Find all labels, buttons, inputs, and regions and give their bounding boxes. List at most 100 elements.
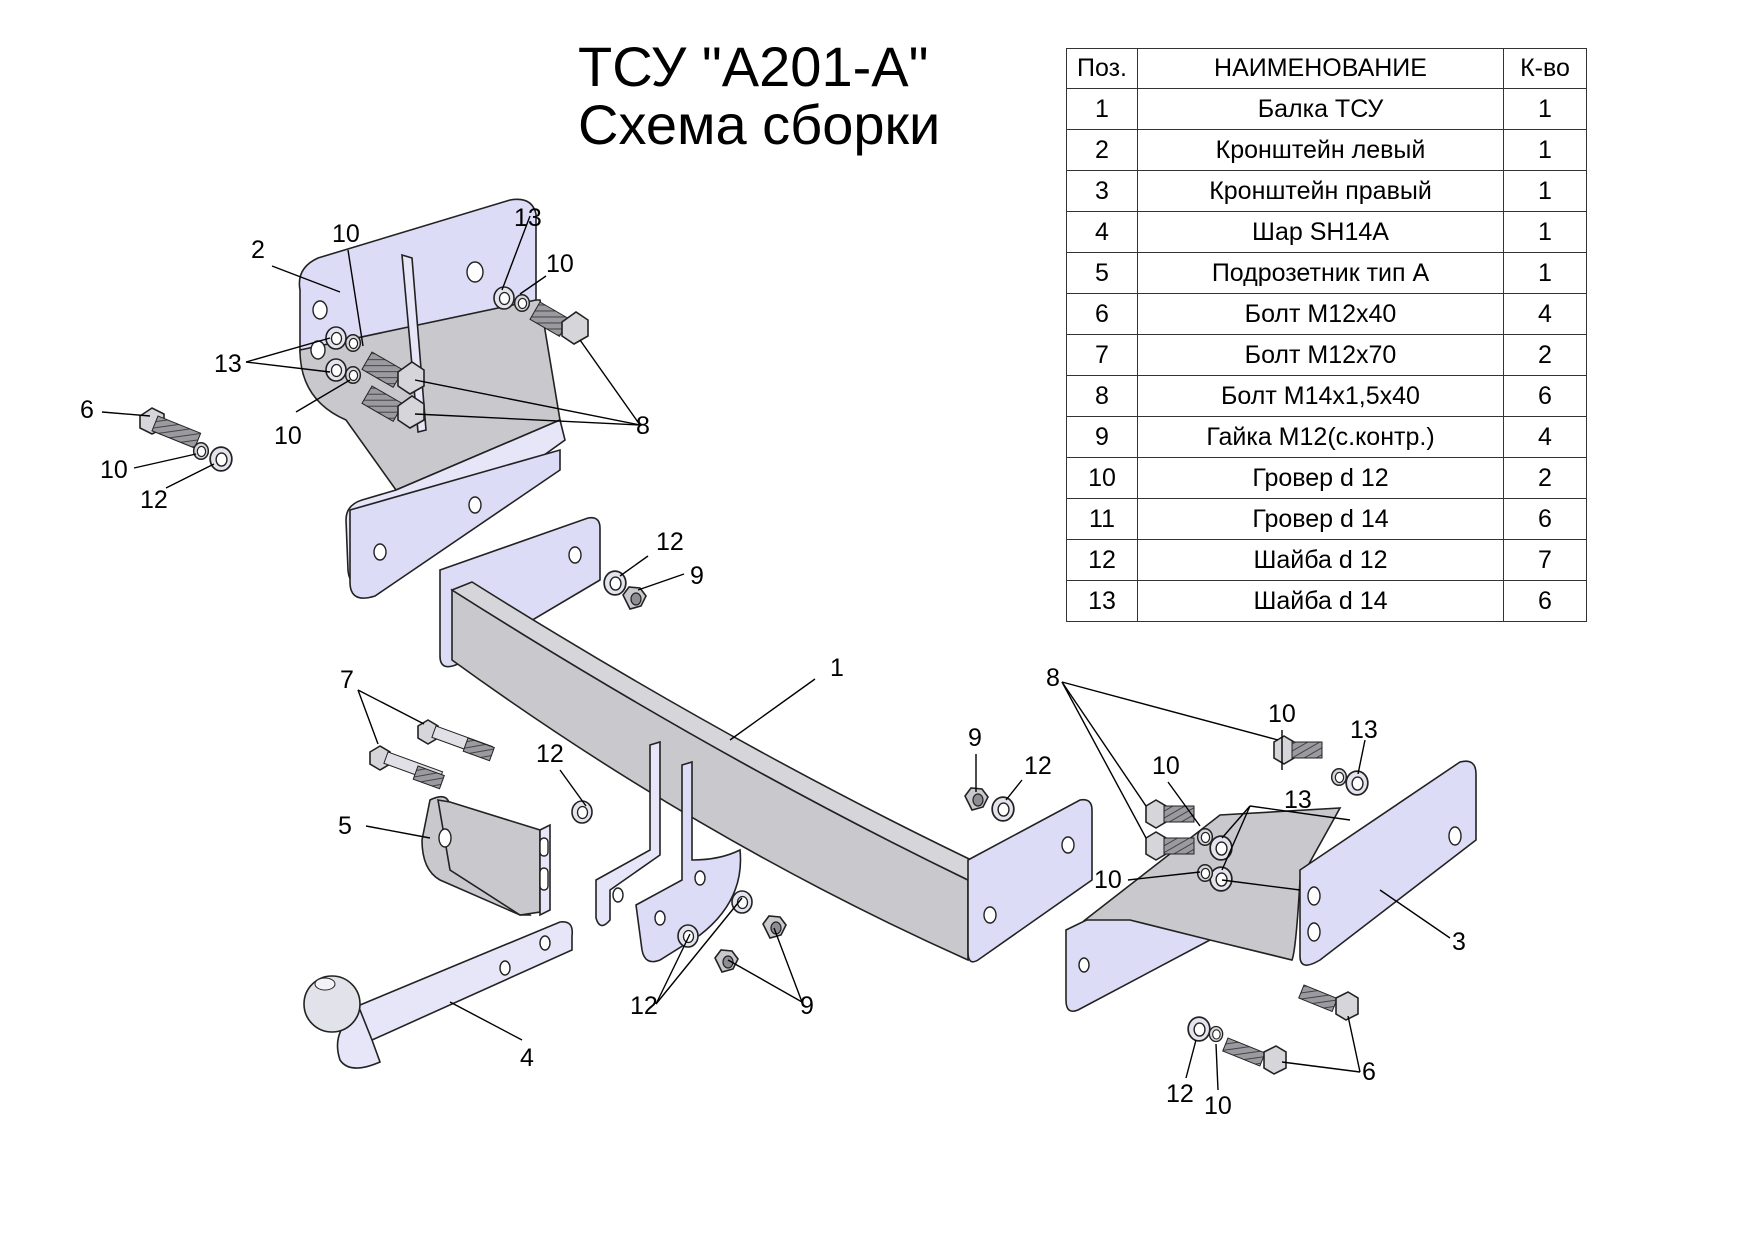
nut-9 <box>762 915 787 939</box>
cell-qty: 1 <box>1503 211 1587 253</box>
cell-pos: 9 <box>1066 416 1138 458</box>
cell-qty: 4 <box>1503 293 1587 335</box>
cell-pos: 2 <box>1066 129 1138 171</box>
cell-pos: 5 <box>1066 252 1138 294</box>
callout-13: 13 <box>1284 786 1312 814</box>
callout-3: 3 <box>1452 928 1466 956</box>
cell-pos: 3 <box>1066 170 1138 212</box>
title-line-2: Схема сборки <box>578 93 941 156</box>
callout-12: 12 <box>1024 752 1052 780</box>
left-bracket-part-2 <box>139 198 589 599</box>
cell-name: Гайка М12(с.контр.) <box>1137 416 1504 458</box>
cell-qty: 7 <box>1503 539 1587 581</box>
callout-10: 10 <box>1094 866 1122 894</box>
bolt-8 <box>1145 799 1195 829</box>
callout-10: 10 <box>100 456 128 484</box>
right-bracket-part-3 <box>1065 735 1477 1075</box>
cell-pos: 10 <box>1066 457 1138 499</box>
cell-pos: 4 <box>1066 211 1138 253</box>
bolt-7 <box>417 719 495 762</box>
callout-6: 6 <box>1362 1058 1376 1086</box>
cell-pos: 6 <box>1066 293 1138 335</box>
callout-9: 9 <box>690 562 704 590</box>
cell-pos: 7 <box>1066 334 1138 376</box>
cell-name: Кронштейн левый <box>1137 129 1504 171</box>
cell-name: Шар SH14A <box>1137 211 1504 253</box>
cell-pos: 8 <box>1066 375 1138 417</box>
cell-name: Шайба d 14 <box>1137 580 1504 622</box>
callout-9: 9 <box>800 992 814 1020</box>
callout-12: 12 <box>536 740 564 768</box>
cell-qty: 1 <box>1503 88 1587 130</box>
nut-9 <box>622 586 647 610</box>
washer-12 <box>991 796 1015 822</box>
washer-12 <box>677 924 699 948</box>
bolt-8 <box>361 385 425 429</box>
socket-plate-part-5 <box>369 719 551 917</box>
washer-12 <box>571 800 593 824</box>
bolt-8 <box>361 351 425 395</box>
callout-9: 9 <box>968 724 982 752</box>
nut-9 <box>714 949 739 973</box>
callout-8: 8 <box>636 412 650 440</box>
header-pos: Поз. <box>1066 48 1138 89</box>
callout-12: 12 <box>1166 1080 1194 1108</box>
cell-name: Болт М12х70 <box>1137 334 1504 376</box>
callout-10: 10 <box>1152 752 1180 780</box>
bolt-6 <box>1298 984 1359 1021</box>
leader-lines <box>101 215 1451 1091</box>
drawing-title: ТСУ "А201-А" Схема сборки <box>578 38 940 154</box>
bolt-7 <box>369 745 445 790</box>
header-qty: К-во <box>1503 48 1587 89</box>
cell-qty: 6 <box>1503 580 1587 622</box>
cell-qty: 6 <box>1503 498 1587 540</box>
callout-7: 7 <box>340 666 354 694</box>
bolt-8 <box>1145 831 1195 861</box>
bolt-8 <box>1273 735 1323 765</box>
callout-10: 10 <box>546 250 574 278</box>
callout-8: 8 <box>1046 664 1060 692</box>
cell-name: Гровер d 12 <box>1137 457 1504 499</box>
washer-12 <box>731 890 753 914</box>
cell-name: Гровер d 14 <box>1137 498 1504 540</box>
callout-4: 4 <box>520 1044 534 1072</box>
callout-10: 10 <box>1204 1092 1232 1120</box>
callout-5: 5 <box>338 812 352 840</box>
bolt-6 <box>1222 1037 1287 1075</box>
callout-2: 2 <box>251 236 265 264</box>
cell-pos: 12 <box>1066 539 1138 581</box>
callout-labels: 2 10 13 10 13 10 8 6 10 12 12 9 1 9 12 7… <box>80 204 1466 1120</box>
callout-12: 12 <box>656 528 684 556</box>
bolt-8 <box>529 301 589 345</box>
title-line-1: ТСУ "А201-А" <box>578 35 929 98</box>
parts-table-header: Поз. НАИМЕНОВАНИЕ К-во <box>1066 48 1587 89</box>
callout-1: 1 <box>830 654 844 682</box>
bolt-6 <box>139 407 202 449</box>
cell-pos: 13 <box>1066 580 1138 622</box>
callout-13: 13 <box>214 350 242 378</box>
callout-10: 10 <box>274 422 302 450</box>
callout-13: 13 <box>514 204 542 232</box>
callout-13: 13 <box>1350 716 1378 744</box>
callout-10: 10 <box>1268 700 1296 728</box>
callout-12: 12 <box>630 992 658 1020</box>
cell-qty: 1 <box>1503 170 1587 212</box>
cell-name: Кронштейн правый <box>1137 170 1504 212</box>
cell-name: Балка ТСУ <box>1137 88 1504 130</box>
cell-qty: 2 <box>1503 457 1587 499</box>
cell-name: Подрозетник тип А <box>1137 252 1504 294</box>
beam-part-1 <box>439 516 1093 963</box>
callout-6: 6 <box>80 396 94 424</box>
cell-qty: 1 <box>1503 129 1587 171</box>
